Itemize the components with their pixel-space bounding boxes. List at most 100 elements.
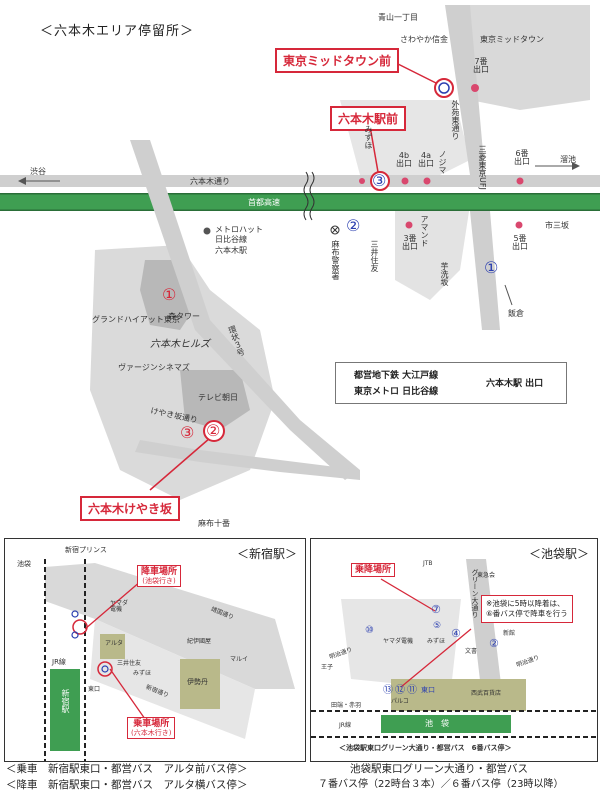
label-mizuho: みずほ [364, 125, 373, 149]
callout-roppongi-eki: 六本木駅前 [330, 106, 407, 131]
ikebukuro-green-label: グリーン大通り [471, 569, 479, 618]
roppongi-map-svg [0, 5, 600, 500]
label-metrohat: メトロハット 日比谷線 六本木駅 [215, 225, 263, 255]
shinjuku-east-exit-label: 東口 [88, 686, 101, 693]
ikebukuro-map-svg [311, 559, 597, 738]
gaien-higashi-dori [445, 5, 485, 175]
label-mitsui: 三井住友 [370, 240, 379, 272]
ikebukuro-note: ※池袋に5時以降着は、 ⑥番バス停で降車を行う [481, 595, 573, 623]
ikebukuro-shinkan-label: 新館 [503, 630, 516, 637]
shinjuku-board-tag: 乗車場所(六本木行き) [127, 717, 176, 740]
ikebukuro-tag-leader [380, 578, 436, 612]
legend-line1: 都営地下鉄 大江戸線 [354, 371, 439, 381]
map-break-mark [303, 171, 309, 221]
label-iikura: 飯倉 [508, 309, 524, 318]
arrow-iikura [504, 284, 513, 306]
shinjuku-board-sub: (六本木行き) [131, 729, 172, 738]
seibu-block [391, 679, 526, 711]
gaien-higashi-dori-south [470, 211, 500, 330]
legend-station: 六本木駅 出口 [486, 379, 544, 389]
stop-midtown-marker [434, 78, 454, 98]
arrow-tameike-head [572, 162, 580, 170]
shinjuku-alight-sub: (池袋行き) [142, 577, 176, 586]
arrow-shibuya-head [18, 177, 26, 185]
stop-midtown-inner [438, 82, 450, 94]
shinjuku-stop-a [71, 610, 79, 618]
ikebukuro-route-caption: ＜池袋駅東口グリーン大通り・都営バス 6番バス停＞ [339, 744, 512, 752]
ikebukuro-stop-13: ⑬ [383, 685, 393, 696]
shinjuku-board-leader [109, 668, 146, 720]
label-exit4a: 4a 出口 [418, 151, 434, 168]
label-roppongi-dori: 六本木通り [190, 177, 230, 186]
expressway-edge-top [0, 193, 600, 195]
shuto-expressway [0, 193, 600, 211]
label-exit7: 7番 出口 [473, 57, 489, 74]
ikebukuro-note-leader [400, 628, 472, 688]
leader-roppongi-eki [369, 125, 379, 173]
exit-5-dot [515, 221, 523, 229]
ikebukuro-east-label: 東口 [421, 686, 435, 694]
shinjuku-map-svg [44, 559, 295, 761]
ikebukuro-jtb-label: JTB [423, 560, 433, 567]
ikebukuro-panel: ＜池袋駅＞ 乗降場所 ※池袋に5時以降着は、 ⑥番バス停で降車を行う ⑦ ⑤ ⑩… [310, 538, 598, 762]
block-almond [395, 205, 470, 300]
stop-number-1-east: ① [484, 258, 499, 277]
label-aoyama: 青山一丁目 [378, 13, 418, 22]
ikebukuro-mizuho-label: みずほ [427, 638, 446, 645]
label-midtown-bldg: 東京ミッドタウン [480, 35, 544, 44]
label-tameike: 溜池 [560, 155, 576, 164]
ikebukuro-jr-label: JR線 [339, 722, 351, 729]
shinjuku-alight-marker [72, 619, 88, 635]
shinjuku-mitsui-label: 三井住友 [117, 660, 142, 667]
label-imoarai: 芋洗坂 [440, 262, 449, 286]
ikebukuro-station-block [381, 715, 511, 733]
stop-number-1-mori: ① [162, 285, 177, 304]
shinjuku-prince-label: 新宿プリンス [65, 546, 107, 554]
ikebukuro-bunkado-label: 文書 [465, 648, 478, 655]
roppongi-area-map: ＜六本木エリア停留所＞ 東京ミッドタウン前 六本木駅前 六本木けやき坂 ① ① … [0, 5, 600, 528]
label-sawayaka: さわやか信金 [400, 35, 448, 44]
shinjuku-yamada-label: ヤマダ 電機 [110, 600, 129, 613]
ikebukuro-station-label: 池 袋 [425, 719, 449, 728]
stop-keyakizaka-marker [203, 420, 225, 442]
label-nojima: ノジマ [438, 150, 447, 174]
ikebukuro-tabata-label: 田端・赤羽 [331, 702, 362, 709]
ikebukuro-oji-label: 王子 [321, 664, 334, 671]
ikebukuro-caption-2: ７番バス停（22時台３本）／６番バス停（23時以降） [318, 779, 564, 790]
alta-block [100, 634, 125, 659]
label-shuto: 首都高速 [248, 198, 280, 207]
shinjuku-stop-c [101, 665, 109, 673]
ikebukuro-title: ＜池袋駅＞ [528, 547, 589, 561]
metrohat-dot [203, 227, 211, 235]
police-icon [330, 225, 340, 235]
shinjuku-isetan-label: 伊勢丹 [187, 678, 208, 686]
ikebukuro-stop-10: ⑩ [365, 625, 374, 636]
ikebukuro-stop-4: ④ [451, 627, 461, 640]
shinjuku-station-block [50, 669, 80, 751]
shinjuku-alight-label: 降車場所 [141, 567, 178, 577]
keyakizaka-road [135, 440, 360, 480]
legend-box: 都営地下鉄 大江戸線 東京メトロ 日比谷線 六本木駅 出口 [335, 362, 567, 404]
label-tv-asahi: テレビ朝日 [198, 393, 238, 402]
ikebukuro-stop-2: ② [489, 637, 499, 650]
callout-keyakizaka: 六本木けやき坂 [80, 496, 181, 521]
roppongi-dori-road [0, 175, 600, 187]
shinjuku-title: ＜新宿駅＞ [236, 547, 297, 561]
shinjuku-ikebukuro-label: 池袋 [17, 560, 31, 568]
ikebukuro-parco-label: パルコ [391, 698, 409, 705]
shinjuku-board-label: 乗車場所 [133, 719, 170, 729]
stop-number-3-station: ③ [372, 171, 387, 190]
shinjuku-caption-alight: ＜降車 新宿駅東口・都営バス アルタ横バス停＞ [6, 779, 248, 791]
label-roppongi-hills: 六本木ヒルズ [150, 339, 210, 350]
label-exit5: 5番 出口 [512, 234, 528, 251]
midtown-block [455, 5, 590, 110]
label-mufg: 三菱東京UFJ [478, 145, 487, 190]
label-gaien: 外苑東通り [451, 100, 460, 140]
shinjuku-board-marker [97, 661, 113, 677]
exit-mizuho-dot [359, 178, 365, 184]
exit-3-dot [405, 221, 413, 229]
shinjuku-alta-label: アルタ [105, 640, 123, 647]
ikebukuro-seibu-label: 西武百貨店 [471, 690, 502, 697]
shinjuku-stop-b [71, 631, 79, 639]
label-virgin: ヴァージンシネマズ [118, 363, 190, 372]
